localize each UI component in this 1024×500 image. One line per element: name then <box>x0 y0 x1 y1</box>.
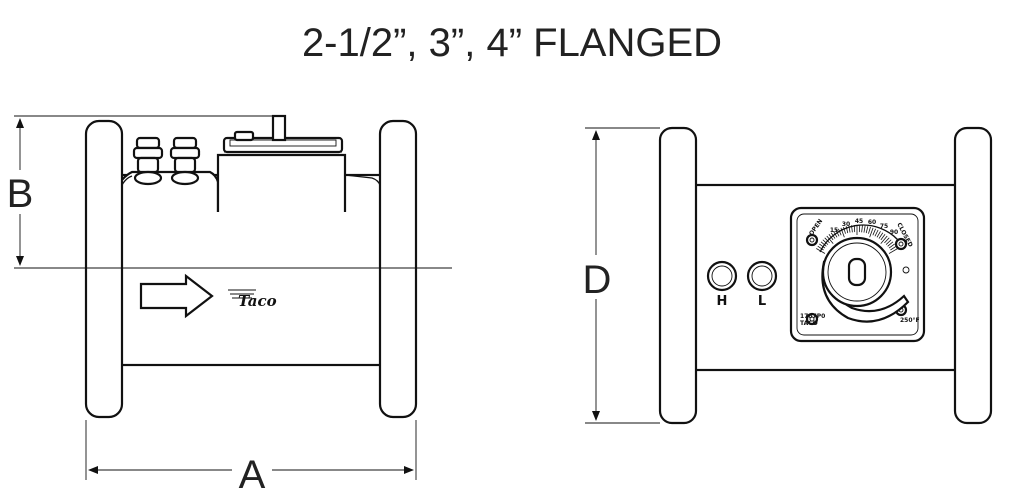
dial-tick <box>822 239 829 245</box>
port-h-label: H <box>717 294 728 309</box>
dial-tick <box>848 225 851 233</box>
dial-tick <box>876 231 881 238</box>
model-line-2: TACO <box>800 320 818 327</box>
dial-tick <box>885 239 892 245</box>
valve-stem <box>271 114 287 142</box>
port-l-label: L <box>758 294 766 309</box>
side-view: Taco B A <box>4 114 452 497</box>
dial-scale-60: 60 <box>868 219 876 226</box>
model-line-1: 1787P0 <box>800 313 825 320</box>
dial-scale-90: 90 <box>890 229 898 236</box>
dimension-b-label: B <box>7 172 34 216</box>
left-flange <box>84 119 124 419</box>
dial-tick <box>874 229 879 237</box>
dial-tick <box>868 226 871 234</box>
diagram-title: 2-1/2”, 3”, 4” FLANGED <box>302 21 722 65</box>
dial-tick <box>869 227 874 238</box>
dial-tick <box>828 234 834 241</box>
dial-tick <box>880 234 886 241</box>
temperature-rating: 250°F <box>900 317 920 324</box>
fitting-left <box>132 136 164 186</box>
stem-slot <box>847 257 867 287</box>
dial-tick <box>820 241 827 247</box>
dial-tick <box>888 248 898 254</box>
dial-tick <box>884 237 890 244</box>
port-h: H <box>706 260 738 309</box>
dial-tick <box>851 225 853 233</box>
dial-tick <box>817 245 824 251</box>
left-flange-front <box>658 126 698 425</box>
dial-scale-75: 75 <box>880 223 888 230</box>
dial-tick <box>838 228 842 236</box>
right-flange <box>378 119 418 419</box>
dial-tick <box>840 227 845 238</box>
dial-tick <box>890 245 897 251</box>
dial-scale-ticks <box>816 225 898 254</box>
port-l: L <box>746 260 778 309</box>
dial-tick <box>830 232 836 239</box>
front-view: D H L 15 30 45 60 75 90 OPEN C <box>578 126 993 425</box>
dial-housing-side <box>216 153 347 212</box>
dial-tick <box>863 225 866 233</box>
dial-scale-45: 45 <box>855 218 863 225</box>
dial-tick <box>865 226 869 234</box>
dial-scale-15: 15 <box>830 227 838 234</box>
dial-tick <box>861 225 863 233</box>
dial-tick <box>819 243 826 249</box>
fitting-right <box>169 136 201 186</box>
dial-scale-30: 30 <box>842 221 850 228</box>
taco-logo: Taco <box>228 289 277 310</box>
dial-tick <box>845 226 849 234</box>
dial-tick <box>824 237 830 244</box>
dial-tick <box>878 232 884 239</box>
dial-tick <box>826 235 834 244</box>
right-flange-front <box>953 126 993 425</box>
dial-tick <box>888 243 895 249</box>
flow-arrow <box>139 273 214 319</box>
dial-tick <box>835 229 840 237</box>
dimension-a-label: A <box>239 453 266 497</box>
dial-tick <box>833 231 838 238</box>
dial-tick <box>843 226 846 234</box>
dial-tick <box>816 248 826 254</box>
dimension-d-label: D <box>583 258 612 302</box>
dial-tick <box>872 228 876 236</box>
dial-plate: 15 30 45 60 75 90 OPEN CLOSED 1787P0 <box>789 206 926 343</box>
brand-text: Taco <box>238 292 277 310</box>
dial-tick <box>880 235 888 244</box>
dial-tick <box>887 241 894 247</box>
